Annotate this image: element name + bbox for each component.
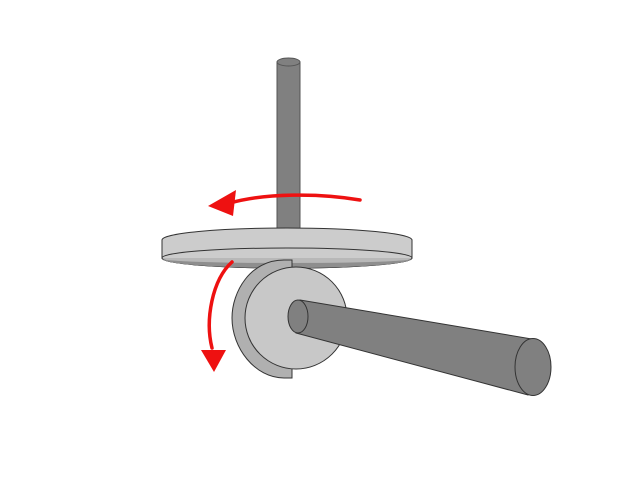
disc-rotation-arrow bbox=[208, 190, 362, 216]
wheel-rotation-arrow bbox=[201, 260, 234, 372]
horizontal-shaft bbox=[287, 299, 552, 396]
friction-wheel bbox=[231, 259, 348, 379]
vertical-shaft bbox=[276, 57, 301, 238]
horizontal-disc bbox=[161, 227, 413, 269]
